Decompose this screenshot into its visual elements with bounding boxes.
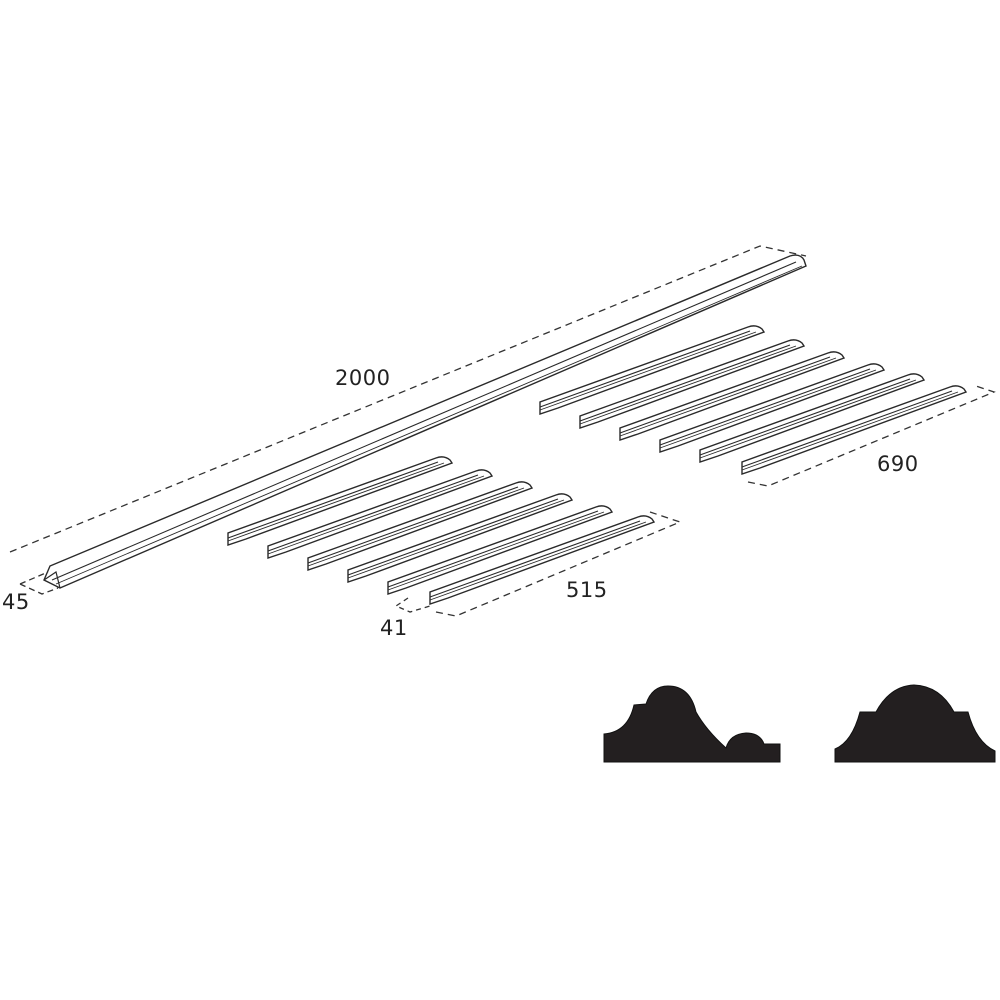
- dim-line-2000: [9, 245, 807, 553]
- dim-line-45: [19, 571, 59, 595]
- dim-label-515: 515: [566, 578, 608, 602]
- long-strip: [43, 254, 807, 589]
- dim-label-690: 690: [877, 452, 919, 476]
- dim-line-41: [394, 597, 431, 613]
- dim-line-515: [435, 511, 682, 617]
- profile-asymmetric: [603, 685, 781, 763]
- profile-symmetric: [834, 684, 996, 763]
- dim-label-45: 45: [2, 590, 30, 614]
- dim-label-2000: 2000: [335, 366, 391, 390]
- dim-label-41: 41: [380, 616, 408, 640]
